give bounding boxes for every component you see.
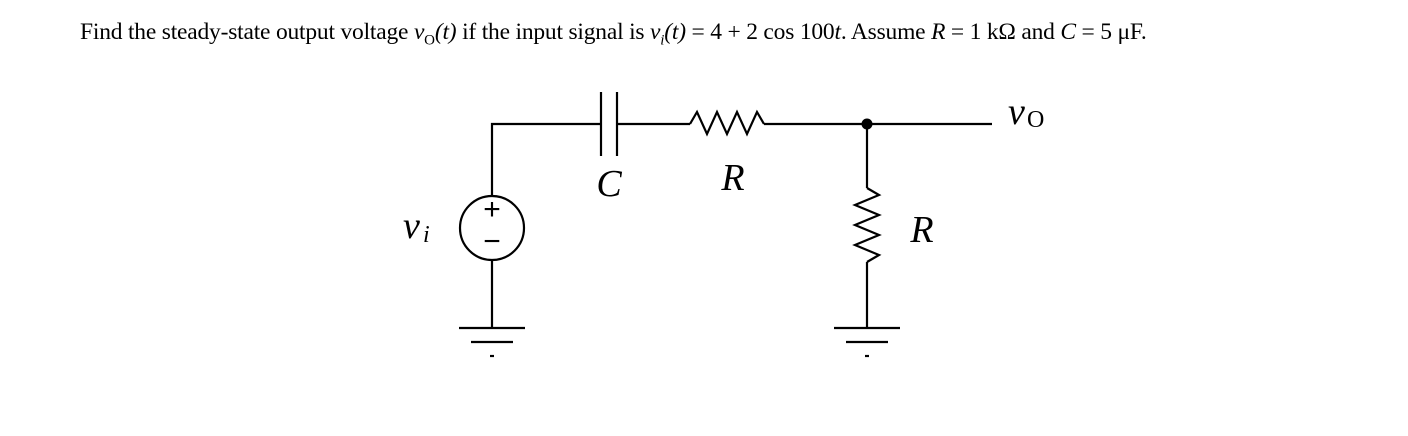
- series-resistor-label: R: [720, 157, 744, 199]
- output-voltage-label: v O: [1008, 91, 1044, 133]
- equation-t: t: [834, 19, 841, 45]
- r-symbol: R: [931, 19, 946, 45]
- shunt-resistor-label: R: [909, 209, 933, 251]
- ground-icon-right: [834, 326, 900, 358]
- source-plus-sign: +: [483, 193, 501, 226]
- vi-symbol: v: [650, 19, 661, 45]
- and-text: and: [1015, 19, 1061, 45]
- source-minus-sign: −: [483, 225, 501, 258]
- shunt-resistor-zigzag: [852, 187, 882, 263]
- vo-subscript: O: [424, 32, 435, 49]
- vi-argument: (t): [664, 19, 686, 45]
- c-symbol: C: [1060, 19, 1076, 45]
- input-voltage-label: v i: [403, 205, 430, 248]
- equation-rhs: = 4 + 2 cos 100: [685, 19, 835, 45]
- problem-find-text: Find the steady-state output voltage: [80, 19, 414, 45]
- vo-symbol: v: [413, 19, 425, 45]
- wire-source-to-capacitor: [490, 122, 601, 196]
- input-label-subscript: i: [423, 222, 430, 248]
- problem-statement: Find the steady-state output voltage vO(…: [80, 16, 1390, 57]
- vi-subscript: i: [660, 32, 665, 49]
- ground-icon-left: [459, 326, 525, 358]
- series-resistor-zigzag: [689, 109, 765, 137]
- r-value: = 1 kΩ: [945, 19, 1016, 45]
- capacitor-label: C: [596, 163, 622, 205]
- problem-mid-text: if the input signal is: [456, 19, 651, 45]
- output-label-subscript: O: [1027, 107, 1044, 133]
- input-label-main: v: [403, 205, 420, 247]
- output-label-main: v: [1008, 91, 1025, 133]
- c-value: = 5 μF.: [1075, 19, 1147, 45]
- vo-argument: (t): [434, 19, 457, 45]
- assume-text: . Assume: [840, 19, 932, 45]
